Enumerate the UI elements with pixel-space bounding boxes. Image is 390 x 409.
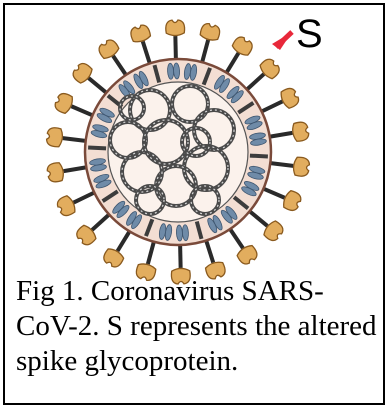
- spike-protein: [246, 208, 286, 243]
- spike-protein: [227, 225, 259, 267]
- spike-label: S: [296, 12, 323, 56]
- spike-protein: [74, 211, 113, 248]
- spike-protein: [129, 23, 152, 68]
- spike-protein: [46, 162, 91, 183]
- spike-protein: [55, 190, 99, 218]
- spike-protein: [46, 127, 91, 148]
- spike-protein: [224, 34, 255, 76]
- spike-protein: [265, 157, 310, 178]
- spike-protein: [265, 121, 310, 142]
- spike-protein: [96, 37, 128, 79]
- spike-protein: [70, 61, 110, 96]
- inner-capsid: [108, 82, 248, 222]
- membrane-protein: [167, 63, 180, 80]
- spike-protein: [257, 86, 301, 114]
- spike-protein: [101, 227, 132, 269]
- red-arrow-icon: [272, 32, 292, 50]
- membrane-protein: [176, 225, 189, 242]
- spike-protein: [53, 91, 97, 117]
- spike-protein: [243, 56, 282, 93]
- spike-protein: [199, 22, 221, 67]
- spike-protein: [259, 187, 303, 213]
- spike-protein: [166, 20, 185, 64]
- figure-caption: Fig 1. Coronavirus SARS-CoV-2. S represe…: [16, 274, 380, 379]
